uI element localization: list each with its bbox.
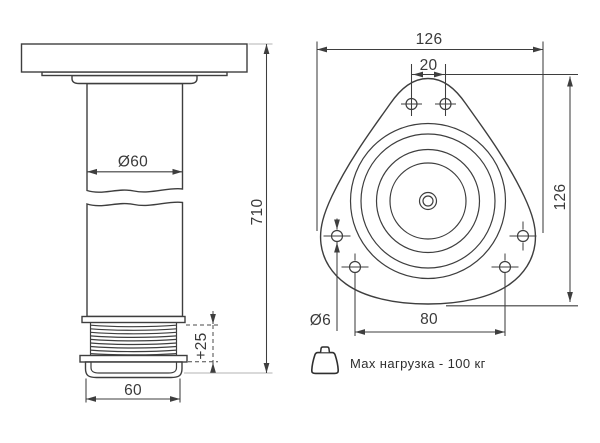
max-load-text: Max нагрузка - 100 кг (350, 356, 486, 371)
leg-tube-lower (86, 201, 184, 318)
foot-cap (84, 361, 183, 379)
tabletop-plate (20, 43, 248, 73)
mounting-plate-outline (319, 77, 537, 305)
dim-plate-height: 126 (446, 76, 578, 307)
dim-adjustment: +25 (186, 311, 218, 373)
top-view: 126 20 126 Ø6 80 (310, 31, 578, 336)
foot-cap-inner (90, 362, 178, 374)
dim-total-height-label: 710 (249, 199, 266, 226)
dim-adjustment-label: +25 (193, 332, 210, 359)
dim-top-holes-spacing: 20 (410, 57, 578, 116)
dim-foot-width-label: 60 (124, 382, 142, 399)
dim-hole-diameter-label: Ø6 (310, 312, 331, 329)
dim-plate-width: 126 (316, 31, 544, 233)
dim-bottom-holes-spacing: 80 (354, 272, 506, 336)
dim-plate-width-label: 126 (416, 31, 443, 48)
center-hub (418, 191, 438, 211)
leg-tube-upper (86, 82, 184, 193)
thread-section (89, 322, 178, 356)
side-view: Ø60 710 +25 60 (20, 43, 273, 403)
thread-flange-bottom (79, 354, 188, 363)
dim-tube-diameter: Ø60 (87, 154, 183, 175)
dim-plate-height-label: 126 (552, 184, 569, 211)
mount-collar (71, 74, 198, 85)
load-note: Max нагрузка - 100 кг (310, 346, 486, 375)
dim-tube-diameter-label: Ø60 (118, 154, 148, 171)
dim-foot-width: 60 (85, 378, 181, 403)
dim-hole-diameter: Ø6 (310, 218, 340, 331)
dim-total-height: 710 (184, 43, 273, 374)
swivel-rings (349, 122, 507, 280)
dim-top-holes-spacing-label: 20 (420, 57, 438, 74)
dim-bottom-holes-spacing-label: 80 (420, 311, 438, 328)
weight-icon (310, 346, 340, 375)
thread-flange-top (81, 315, 186, 324)
